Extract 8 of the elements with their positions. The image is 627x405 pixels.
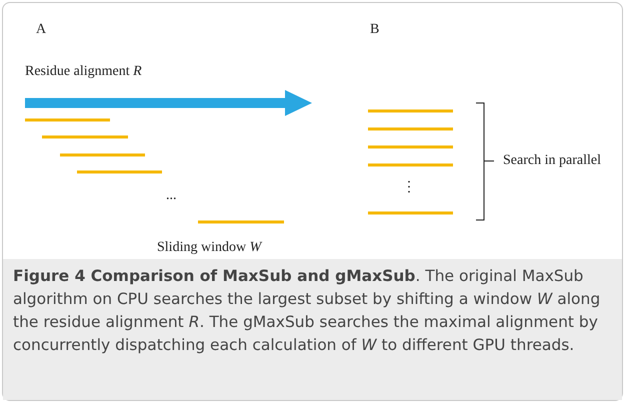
figure-caption: Figure 4 Comparison of MaxSub and gMaxSub. The original MaxSub algorithm on CPU searches the largest subset by shifting a window W along the residue alignment R. The gMaxSub searches the maximal alignment by concurrently dispatching each calculation of W to different GPU threads.: [13, 267, 600, 354]
window-label: Sliding window W: [157, 240, 262, 256]
panel-letter: A: [36, 22, 46, 38]
ellipsis: ...: [166, 188, 176, 204]
annotation: Search in parallel: [503, 153, 601, 169]
ellipsis: ⋮: [402, 179, 416, 196]
axis-label: Residue alignment R: [25, 64, 142, 80]
panel-letter: B: [370, 22, 380, 38]
